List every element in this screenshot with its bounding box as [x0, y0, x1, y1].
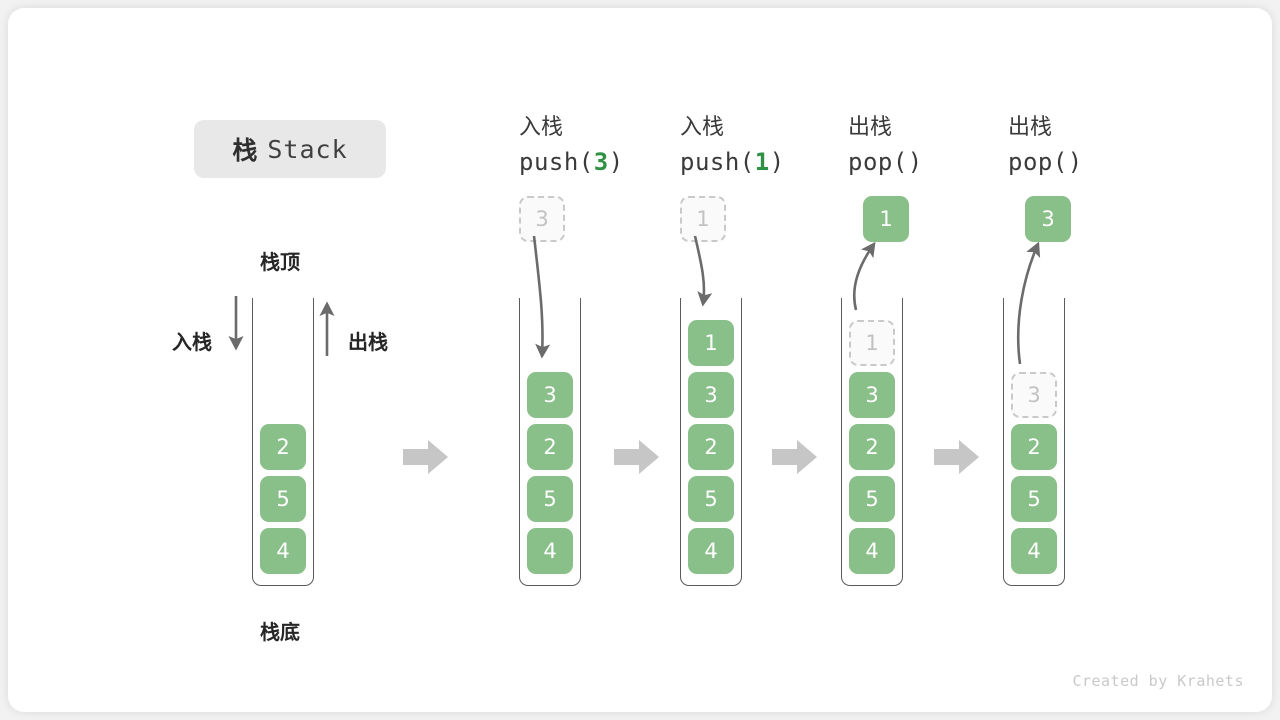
stack-ghost-cell: 3 — [1011, 372, 1057, 418]
stack-tube-pop-3 — [1003, 298, 1065, 586]
stack-cell: 3 — [849, 372, 895, 418]
stack-cell: 4 — [849, 528, 895, 574]
stack-cell: 4 — [1011, 528, 1057, 574]
stack-cell: 2 — [849, 424, 895, 470]
stack-tube-initial — [252, 298, 314, 586]
op-header-pop-3: 出栈 pop() — [1008, 111, 1168, 179]
popped-cell: 1 — [863, 196, 909, 242]
step-arrow-icon — [614, 438, 660, 476]
op-code-label: pop() — [848, 145, 1008, 179]
stack-cell: 4 — [260, 528, 306, 574]
stack-cell: 2 — [260, 424, 306, 470]
op-cn-label: 出栈 — [848, 115, 893, 140]
stack-cell: 2 — [688, 424, 734, 470]
step-arrow-icon — [403, 438, 449, 476]
op-code-arg: 1 — [754, 148, 770, 176]
stack-cell: 5 — [527, 476, 573, 522]
op-code-suffix: ) — [1067, 148, 1083, 176]
op-header-pop-1: 出栈 pop() — [848, 111, 1008, 179]
op-code-arg: 3 — [593, 148, 609, 176]
op-code-prefix: pop( — [1008, 148, 1068, 176]
stack-tube-push-3 — [519, 298, 581, 586]
stack-cell: 4 — [527, 528, 573, 574]
op-code-prefix: push( — [680, 148, 755, 176]
step-arrow-icon — [772, 438, 818, 476]
diagram-card: 栈 Stack 栈顶 栈底 入栈 出栈 2 5 4 入栈 push(3) 3 3… — [8, 8, 1272, 712]
step-arrow-icon — [934, 438, 980, 476]
floating-ghost-cell: 3 — [519, 196, 565, 242]
title-badge: 栈 Stack — [194, 120, 386, 178]
push-1-flow-arrow-icon — [693, 235, 713, 307]
op-code-suffix: ) — [769, 148, 785, 176]
title-cn: 栈 — [232, 136, 258, 165]
stack-cell: 1 — [688, 320, 734, 366]
op-code-label: push(3) — [519, 145, 679, 179]
stack-cell: 3 — [688, 372, 734, 418]
stack-tube-push-1 — [680, 298, 742, 586]
stack-ghost-cell: 1 — [849, 320, 895, 366]
pop-side-label: 出栈 — [348, 330, 388, 354]
floating-ghost-cell: 1 — [680, 196, 726, 242]
op-cn-label: 入栈 — [519, 115, 564, 140]
stack-cell: 5 — [688, 476, 734, 522]
op-header-push-1: 入栈 push(1) — [680, 111, 840, 179]
op-code-label: push(1) — [680, 145, 840, 179]
stack-bottom-label: 栈底 — [260, 620, 300, 644]
title-en: Stack — [267, 134, 348, 164]
op-code-prefix: push( — [519, 148, 594, 176]
stack-cell: 2 — [527, 424, 573, 470]
credit-text: Created by Krahets — [1072, 672, 1244, 690]
stack-cell: 5 — [1011, 476, 1057, 522]
op-code-suffix: ) — [907, 148, 923, 176]
popped-cell: 3 — [1025, 196, 1071, 242]
stack-top-label: 栈顶 — [260, 250, 300, 274]
op-code-label: pop() — [1008, 145, 1168, 179]
stack-tube-pop-1 — [841, 298, 903, 586]
stack-cell: 2 — [1011, 424, 1057, 470]
stack-cell: 3 — [527, 372, 573, 418]
push-side-label: 入栈 — [172, 330, 212, 354]
op-header-push-3: 入栈 push(3) — [519, 111, 679, 179]
stack-cell: 5 — [260, 476, 306, 522]
op-cn-label: 入栈 — [680, 115, 725, 140]
op-code-suffix: ) — [608, 148, 624, 176]
stack-cell: 4 — [688, 528, 734, 574]
op-cn-label: 出栈 — [1008, 115, 1053, 140]
op-code-prefix: pop( — [848, 148, 908, 176]
stack-cell: 5 — [849, 476, 895, 522]
